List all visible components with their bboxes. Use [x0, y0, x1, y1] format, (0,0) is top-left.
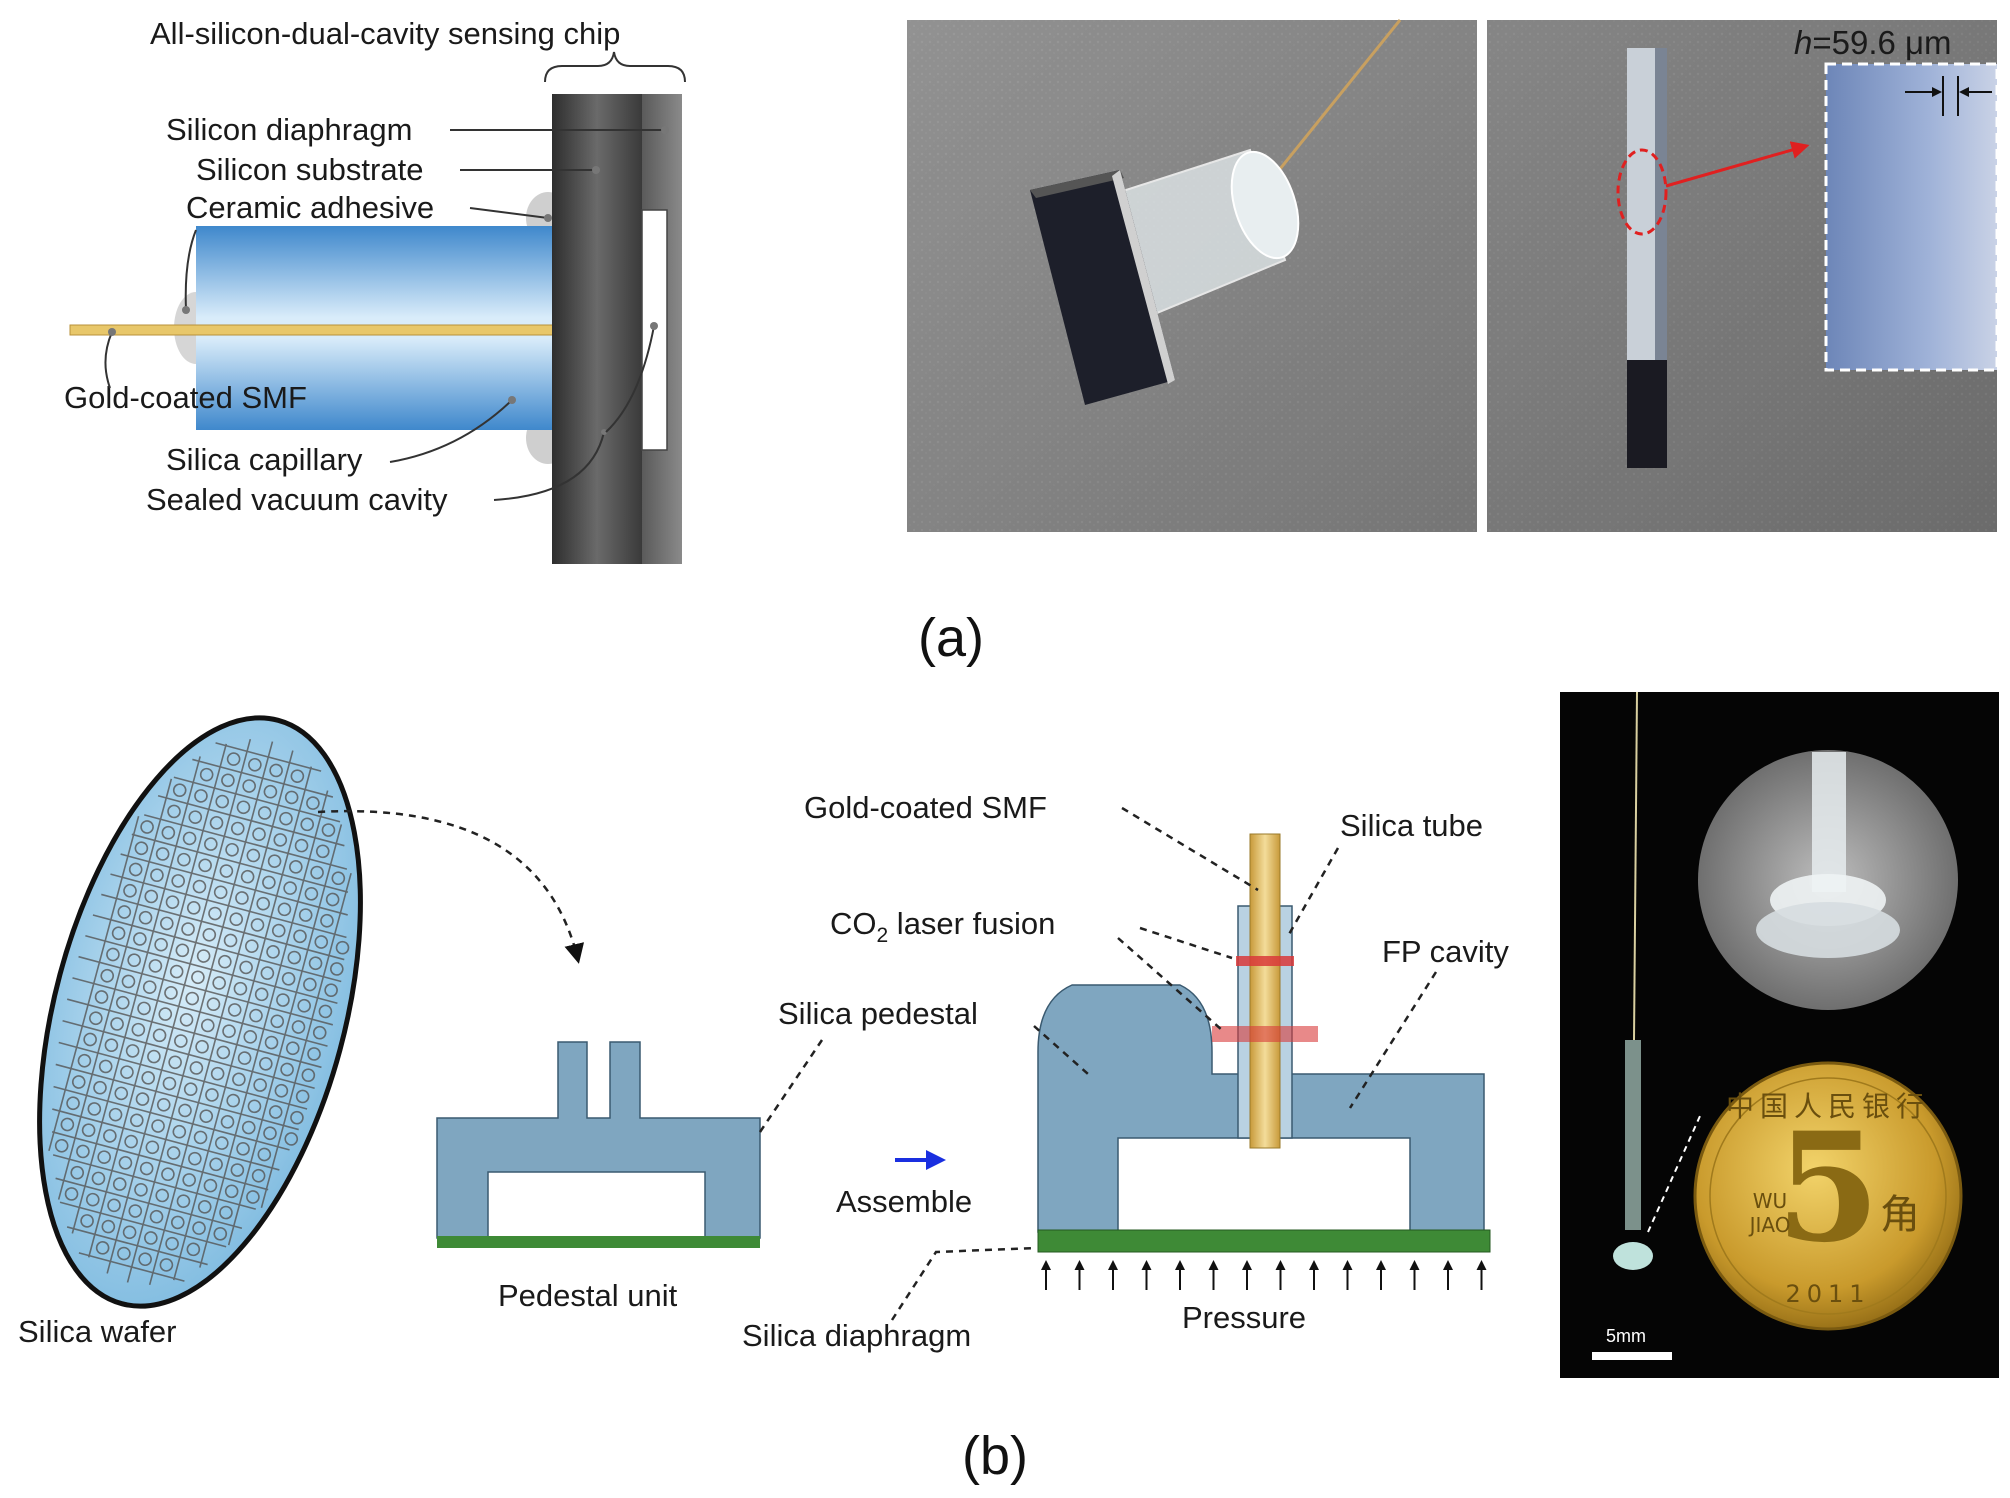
- wafer-grid: [48, 738, 352, 1286]
- label-sealed-vacuum-cavity: Sealed vacuum cavity: [146, 482, 448, 517]
- label-pressure: Pressure: [1182, 1300, 1306, 1335]
- panel-a-schematic: All-silicon-dual-cavity sensing chip Sil…: [64, 16, 686, 564]
- label-co2-laser-fusion: CO2 laser fusion: [830, 906, 1055, 947]
- highlight-ellipse: [1616, 148, 1668, 236]
- scale-bar-label: 5mm: [1606, 1326, 1646, 1346]
- co2-prefix: CO: [830, 906, 877, 941]
- gold-coated-smf-fiber: [69, 324, 557, 336]
- coin-unit: 角: [1880, 1192, 1920, 1238]
- pressure-arrows: [1041, 1260, 1487, 1290]
- coin-value: 5: [1776, 1100, 1880, 1276]
- label-silicon-substrate: Silicon substrate: [196, 152, 423, 187]
- label-ceramic-adhesive: Ceramic adhesive: [186, 190, 434, 225]
- co2-subscript: 2: [877, 924, 889, 947]
- label-silicon-diaphragm: Silicon diaphragm: [166, 112, 412, 147]
- photo-sensor-probe: [907, 19, 1477, 532]
- co2-suffix: laser fusion: [888, 906, 1055, 941]
- label-silica-capillary: Silica capillary: [166, 442, 363, 477]
- leader-lines-a: [104, 126, 669, 501]
- thickness-value: =59.6 μm: [1812, 24, 1951, 61]
- leader-lines-b: [890, 806, 1438, 1321]
- assembled-sensor-drawing: [1037, 833, 1491, 1253]
- label-assemble: Assemble: [836, 1184, 972, 1219]
- label-pedestal-unit: Pedestal unit: [498, 1278, 678, 1313]
- silicon-substrate: [552, 94, 642, 564]
- caption-a: (a): [918, 608, 984, 668]
- coin-chars: 中国人民银行: [1726, 1090, 1930, 1123]
- inset-zoom: [1824, 62, 1999, 372]
- label-fp-cavity: FP cavity: [1382, 934, 1509, 969]
- sealed-vacuum-cavity: [641, 209, 668, 451]
- thickness-label: h=59.6 μm: [1794, 24, 1952, 61]
- coin-year: 2011: [1785, 1280, 1870, 1308]
- chip-title: All-silicon-dual-cavity sensing chip: [150, 16, 620, 51]
- label-silica-diaphragm: Silica diaphragm: [742, 1318, 971, 1353]
- silica-wafer-drawing: [37, 715, 585, 1309]
- label-gold-coated-smf-a: Gold-coated SMF: [64, 380, 307, 415]
- pedestal-unit-drawing: [436, 1041, 761, 1248]
- label-silica-tube: Silica tube: [1340, 808, 1483, 843]
- label-gold-coated-smf-b: Gold-coated SMF: [804, 790, 1047, 825]
- label-silica-pedestal: Silica pedestal: [778, 996, 978, 1031]
- thickness-symbol: h: [1794, 24, 1812, 61]
- label-silica-wafer: Silica wafer: [18, 1314, 177, 1349]
- photo-fabricated-sensor: 5 WU JIAO 角 2011 中国人民银行 5mm: [1560, 691, 1999, 1378]
- coin-latin-2: JIAO: [1748, 1213, 1791, 1237]
- photo-chip-side-view: h=59.6 μm: [1487, 20, 1999, 532]
- caption-b: (b): [962, 1426, 1028, 1486]
- scale-bar: [1592, 1352, 1672, 1360]
- coin-latin-1: WU: [1753, 1189, 1787, 1213]
- chip-brace: [544, 51, 686, 83]
- coin: [1693, 1061, 1963, 1331]
